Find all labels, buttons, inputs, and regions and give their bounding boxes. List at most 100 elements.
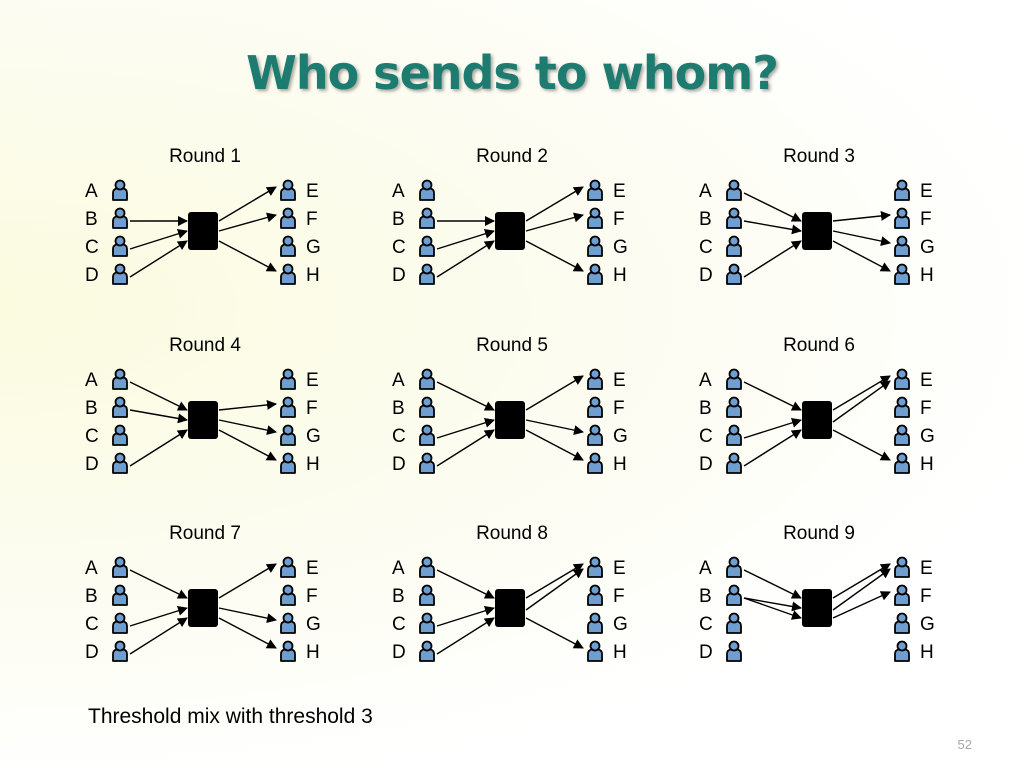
user-icon — [112, 612, 128, 634]
outgoing-message-arrow — [832, 210, 891, 222]
sender-label: D — [85, 265, 99, 286]
outgoing-message-arrow — [218, 212, 277, 232]
receiver-label: E — [613, 558, 626, 579]
user-icon — [112, 584, 128, 606]
receiver-label: E — [306, 558, 319, 579]
round-title: Round 5 — [476, 335, 548, 356]
user-icon — [587, 584, 603, 606]
incoming-message-arrow — [129, 429, 188, 467]
sender-label: B — [392, 209, 405, 230]
user-icon — [587, 612, 603, 634]
receiver-label: E — [613, 181, 626, 202]
sender-label: A — [85, 370, 98, 391]
user-icon — [726, 235, 742, 257]
outgoing-message-arrow — [218, 240, 277, 272]
user-icon — [726, 452, 742, 474]
sender-label: C — [699, 614, 713, 635]
outgoing-message-arrow — [525, 429, 584, 461]
sender-label: A — [699, 558, 712, 579]
receiver-label: E — [920, 181, 933, 202]
user-icon — [419, 556, 435, 578]
receiver-label: G — [920, 426, 935, 447]
user-icon — [894, 640, 910, 662]
incoming-message-arrow — [743, 192, 802, 222]
receiver-label: F — [920, 398, 932, 419]
outgoing-message-arrow — [832, 429, 891, 461]
user-icon — [587, 179, 603, 201]
receiver-label: G — [306, 614, 321, 635]
user-icon — [894, 612, 910, 634]
user-icon — [280, 207, 296, 229]
user-icon — [894, 179, 910, 201]
user-icon — [726, 179, 742, 201]
receiver-label: H — [920, 265, 934, 286]
user-icon — [587, 556, 603, 578]
receiver-label: F — [613, 209, 625, 230]
outgoing-message-arrow — [525, 563, 584, 599]
outgoing-message-arrow — [832, 563, 891, 599]
round-title: Round 2 — [476, 146, 548, 167]
sender-label: D — [699, 454, 713, 475]
user-icon — [894, 368, 910, 390]
round-title: Round 6 — [783, 335, 855, 356]
receiver-label: F — [306, 398, 318, 419]
sender-label: A — [392, 558, 405, 579]
outgoing-message-arrow — [218, 399, 277, 411]
receiver-label: H — [613, 642, 627, 663]
receiver-label: H — [306, 454, 320, 475]
receiver-label: H — [920, 454, 934, 475]
sender-label: B — [699, 398, 712, 419]
sender-label: B — [85, 209, 98, 230]
outgoing-message-arrow — [218, 429, 277, 461]
sender-label: A — [85, 558, 98, 579]
outgoing-message-arrow — [832, 375, 891, 411]
incoming-message-arrow — [436, 240, 495, 278]
user-icon — [894, 235, 910, 257]
incoming-message-arrow — [436, 617, 495, 655]
user-icon — [280, 396, 296, 418]
incoming-message-arrow — [743, 597, 802, 620]
user-icon — [587, 640, 603, 662]
user-icon — [419, 424, 435, 446]
user-icon — [894, 424, 910, 446]
user-icon — [280, 556, 296, 578]
sender-label: C — [392, 426, 406, 447]
user-icon — [280, 640, 296, 662]
receiver-label: H — [613, 265, 627, 286]
mix-node — [188, 212, 218, 250]
sender-label: A — [699, 181, 712, 202]
sender-label: C — [392, 614, 406, 635]
user-icon — [587, 207, 603, 229]
outgoing-message-arrow — [525, 617, 584, 649]
sender-label: B — [699, 586, 712, 607]
receiver-label: G — [920, 614, 935, 635]
user-icon — [419, 207, 435, 229]
user-icon — [280, 368, 296, 390]
sender-label: C — [699, 426, 713, 447]
user-icon — [587, 263, 603, 285]
caption: Threshold mix with threshold 3 — [88, 705, 373, 728]
incoming-message-arrow — [129, 240, 188, 278]
receiver-label: H — [306, 642, 320, 663]
sender-label: C — [85, 237, 99, 258]
sender-label: A — [392, 181, 405, 202]
incoming-message-arrow — [436, 605, 495, 627]
incoming-message-arrow — [436, 228, 495, 250]
user-icon — [726, 424, 742, 446]
user-icon — [894, 452, 910, 474]
receiver-label: F — [920, 209, 932, 230]
incoming-message-arrow — [436, 569, 495, 599]
incoming-message-arrow — [129, 381, 188, 411]
incoming-message-arrow — [743, 429, 802, 467]
mix-node — [802, 401, 832, 439]
receiver-label: F — [920, 586, 932, 607]
user-icon — [587, 424, 603, 446]
user-icon — [894, 396, 910, 418]
sender-label: D — [699, 265, 713, 286]
round-title: Round 9 — [783, 523, 855, 544]
